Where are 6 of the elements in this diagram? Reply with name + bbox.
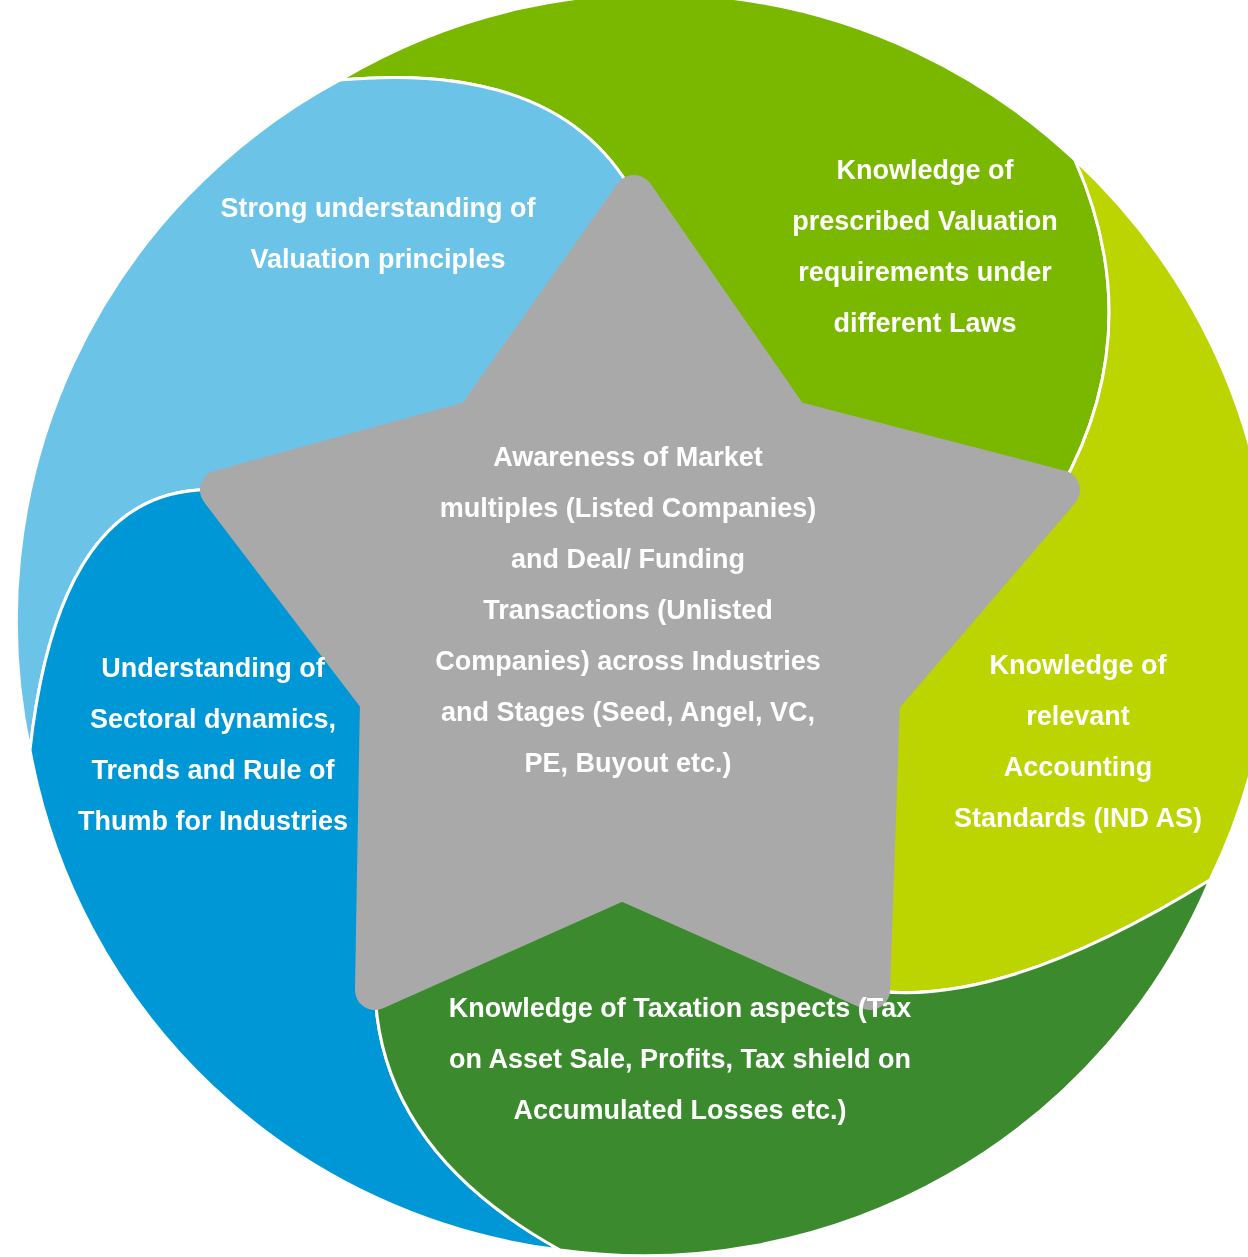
segment-text: Knowledge of relevant Accounting Standards (IND AS) [953,649,1203,835]
segment-text: Knowledge of prescribed Valuation requirements under different Laws [791,154,1059,340]
segment-text: Strong understanding of Valuation principles [219,192,537,276]
segment-text: Knowledge of Taxation aspects (Tax on Asset Sale, Profits, Tax shield on Accumulated Losses etc.) [447,992,913,1127]
segment-text: Understanding of Sectoral dynamics, Trends and Rule of Thumb for Industries [77,652,349,838]
segment-text: Awareness of Market multiples (Listed Companies) and Deal/ Funding Transactions (Unlisted Companies) across Industries and Stages (Seed, Angel, VC, PE, Buyout etc.) [434,441,822,780]
